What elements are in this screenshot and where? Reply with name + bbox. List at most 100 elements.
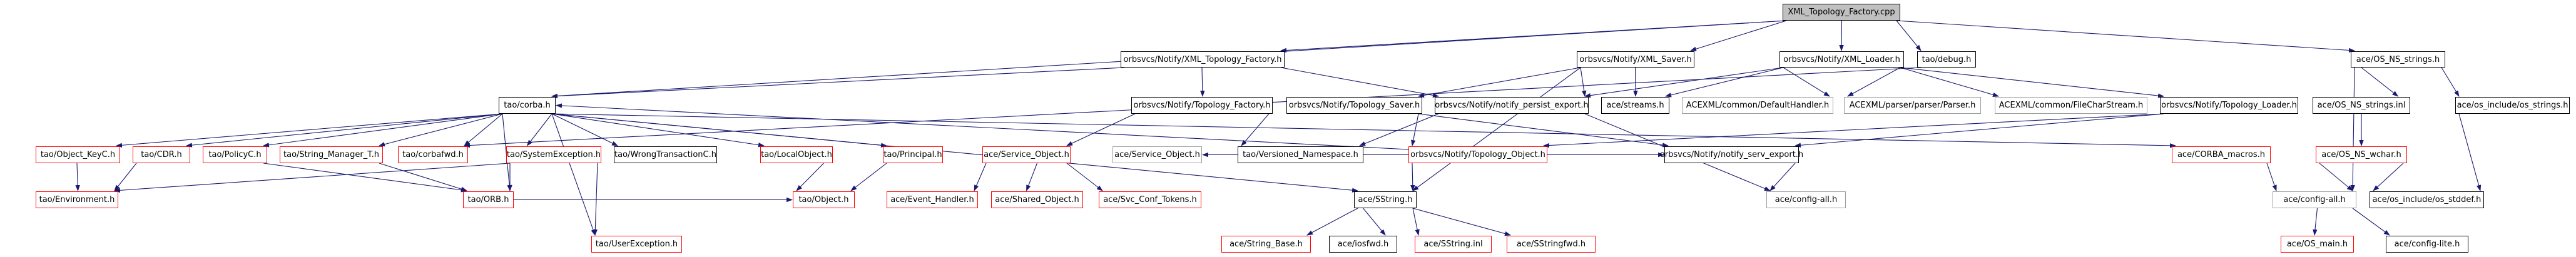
include-edge	[1690, 20, 1787, 51]
include-edge	[1900, 67, 1999, 98]
include-edge	[551, 113, 2176, 148]
include-edge	[850, 163, 887, 191]
graph-node[interactable]: ace/String_Base.h	[1221, 236, 1311, 253]
graph-root-node: XML_Topology_Factory.cpp	[1783, 4, 1900, 21]
graph-node[interactable]: orbsvcs/Notify/Topology_Loader.h	[2160, 97, 2298, 114]
graph-node[interactable]: ace/OS_NS_wchar.h	[2316, 146, 2407, 163]
graph-node[interactable]: tao/Object_KeyC.h	[36, 146, 120, 163]
include-edge	[2266, 163, 2277, 191]
include-edge	[526, 113, 552, 146]
include-edge	[551, 113, 618, 146]
graph-node[interactable]: orbsvcs/Notify/XML_Saver.h	[1577, 51, 1694, 68]
graph-node[interactable]: ace/SStringfwd.h	[1507, 236, 1596, 253]
include-edge	[1896, 20, 2355, 53]
graph-node[interactable]: ace/OS_NS_strings.inl	[2313, 97, 2410, 114]
include-edge	[2441, 67, 2460, 97]
include-edge	[1418, 67, 1581, 98]
include-edge	[1900, 67, 2164, 98]
graph-node[interactable]: ace/os_include/os_strings.h	[2455, 97, 2570, 114]
include-edge	[1280, 67, 1439, 98]
graph-node[interactable]: ace/os_include/os_stddef.h	[2370, 191, 2484, 208]
graph-node[interactable]: tao/corbafwd.h	[398, 146, 468, 163]
include-edge	[1783, 67, 1830, 97]
include-edge	[116, 113, 503, 148]
graph-node[interactable]: tao/Principal.h	[883, 146, 943, 163]
graph-node[interactable]: tao/corba.h	[499, 97, 556, 114]
graph-node[interactable]: ace/Svc_Conf_Tokens.h	[1099, 191, 1201, 208]
include-edge	[1847, 67, 1901, 97]
graph-node[interactable]: ace/config-lite.h	[2386, 236, 2468, 253]
include-edge	[1543, 113, 2164, 148]
graph-node[interactable]: ace/SString.h	[1354, 191, 1417, 208]
include-edge	[464, 113, 503, 146]
graph-node[interactable]: ace/SString.inl	[1415, 236, 1492, 253]
graph-node[interactable]: tao/String_Manager_T.h	[280, 146, 383, 163]
graph-node[interactable]: ace/CORBA_macros.h	[2172, 146, 2271, 163]
include-edge	[974, 163, 987, 191]
include-edge	[1241, 113, 1270, 146]
graph-node[interactable]: ace/Shared_Object.h	[991, 191, 1083, 208]
graph-node[interactable]: ACEXML/common/DefaultHandler.h	[1682, 97, 1833, 114]
graph-node[interactable]: ace/streams.h	[1601, 97, 1669, 114]
include-edge	[1795, 113, 2164, 148]
include-edge	[75, 163, 80, 191]
include-edge	[1769, 163, 1796, 191]
graph-node[interactable]: ace/OS_NS_strings.h	[2351, 51, 2445, 68]
graph-node[interactable]: ACEXML/common/FileCharStream.h	[1995, 97, 2147, 114]
include-edge	[1665, 67, 1784, 98]
graph-node[interactable]: tao/SystemException.h	[506, 146, 601, 163]
graph-node[interactable]: tao/debug.h	[1917, 51, 1976, 68]
include-edge	[2458, 113, 2482, 191]
include-edge	[1026, 163, 1038, 191]
include-edge	[1418, 113, 1669, 148]
graph-node[interactable]: ace/Event_Handler.h	[887, 191, 978, 208]
graph-node[interactable]: tao/Object.h	[793, 191, 855, 208]
graph-node[interactable]: ace/config-all.h	[2273, 191, 2356, 208]
include-edge	[551, 113, 765, 148]
graph-node[interactable]: orbsvcs/Notify/XML_Loader.h	[1779, 51, 1904, 68]
graph-node[interactable]: orbsvcs/Notify/notify_serv_export.h	[1660, 146, 1803, 163]
graph-node[interactable]: orbsvcs/Notify/Topology_Object.h	[1408, 146, 1547, 163]
include-edge	[2373, 163, 2404, 191]
include-edge	[1896, 20, 1922, 51]
graph-node[interactable]: ace/Service_Object.h	[982, 146, 1071, 163]
graph-node[interactable]: tao/ORB.h	[463, 191, 514, 208]
graph-node[interactable]: tao/CDR.h	[133, 146, 190, 163]
graph-node[interactable]: tao/Versioned_Namespace.h	[1238, 146, 1363, 163]
include-edge	[551, 113, 1358, 193]
include-edge	[1200, 67, 1205, 97]
graph-node[interactable]: ace/iosfwd.h	[1329, 236, 1397, 253]
graph-node[interactable]: ace/OS_main.h	[2281, 236, 2354, 253]
graph-node[interactable]: tao/LocalObject.h	[760, 146, 833, 163]
graph-node[interactable]: orbsvcs/Notify/Topology_Factory.h	[1131, 97, 1273, 114]
include-edge	[1584, 67, 1784, 98]
include-edge	[114, 163, 137, 191]
graph-node[interactable]: orbsvcs/Notify/Topology_Saver.h	[1286, 97, 1422, 114]
graph-node[interactable]: ace/Service_Object.h	[1112, 146, 1202, 163]
include-edge	[1412, 67, 1581, 191]
include-edge	[551, 113, 596, 236]
include-edge	[2313, 208, 2318, 236]
include-edge	[2350, 67, 2355, 191]
include-edge	[263, 163, 467, 193]
graph-node[interactable]: ACEXML/parser/parser/Parser.h	[1844, 97, 1981, 114]
graph-node[interactable]: orbsvcs/Notify/XML_Topology_Factory.h	[1121, 51, 1285, 68]
include-edge	[114, 163, 511, 193]
graph-node[interactable]: tao/PolicyC.h	[203, 146, 267, 163]
include-edge	[2361, 67, 2399, 97]
include-edge	[1066, 163, 1103, 191]
graph-node[interactable]: tao/Environment.h	[36, 191, 118, 208]
include-edge	[379, 163, 467, 191]
graph-node[interactable]: tao/WrongTransactionC.h	[614, 146, 717, 163]
graph-node[interactable]: ace/config-all.h	[1766, 191, 1846, 208]
include-edge	[1412, 208, 1420, 236]
include-edge	[1411, 113, 1419, 146]
include-edge	[796, 163, 824, 191]
include-edge	[1066, 113, 1136, 146]
graph-node[interactable]: orbsvcs/Notify/notify_persist_export.h	[1435, 97, 1589, 114]
include-edge	[593, 163, 598, 236]
graph-node[interactable]: tao/UserException.h	[591, 236, 682, 253]
include-edge	[1363, 208, 1386, 236]
